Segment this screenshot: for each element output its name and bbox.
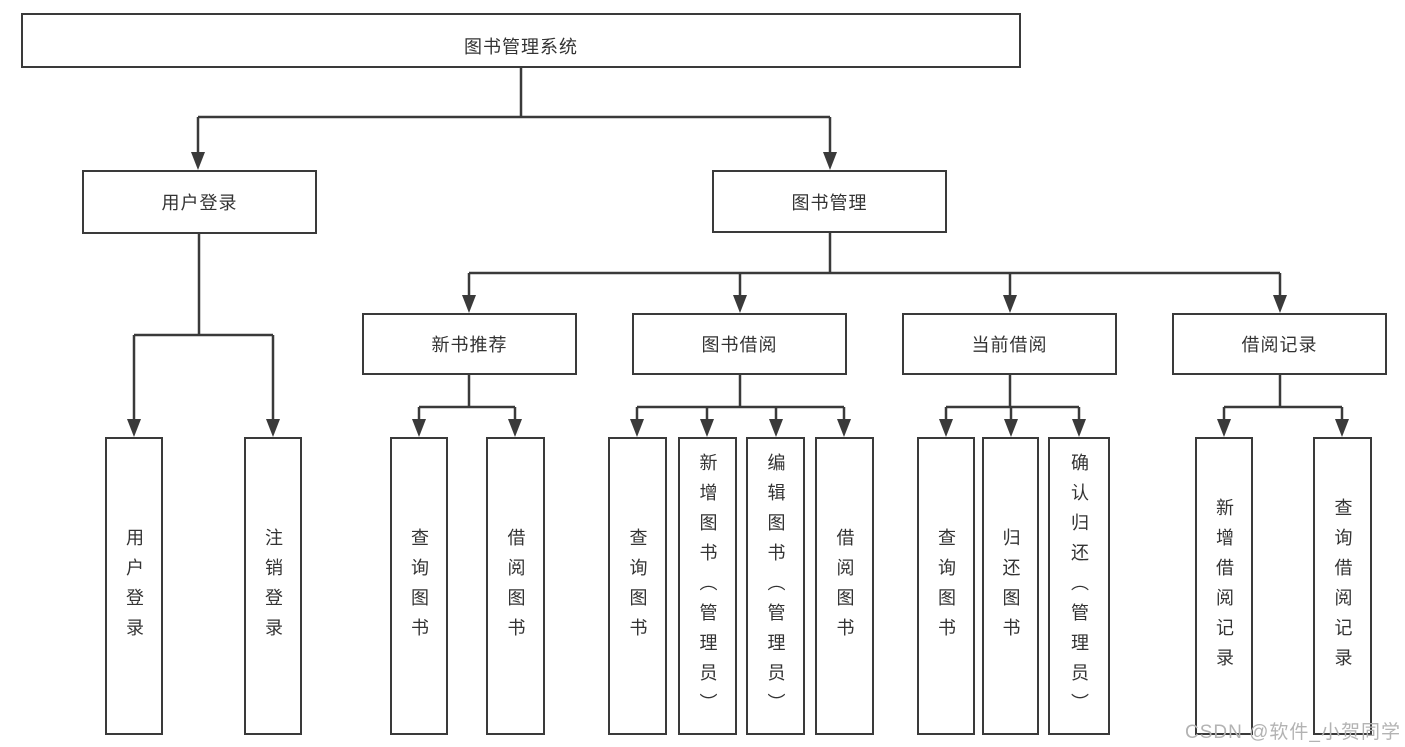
leaf-logout: 注销登录: [244, 437, 302, 735]
leaf-return-books: 归还图书: [982, 437, 1039, 735]
leaf-add-books-admin: 新增图书（管理员）: [678, 437, 737, 735]
leaf-borrow-books: 借阅图书: [815, 437, 874, 735]
leaf-recommend-query-books: 查询图书: [390, 437, 448, 735]
leaf-user-login: 用户登录: [105, 437, 163, 735]
node-borrow-record: 借阅记录: [1172, 313, 1387, 375]
csdn-watermark: CSDN @软件_小贺同学: [1185, 722, 1401, 743]
node-new-book-recommend: 新书推荐: [362, 313, 577, 375]
leaf-edit-books-admin: 编辑图书（管理员）: [746, 437, 805, 735]
node-current-borrow: 当前借阅: [902, 313, 1117, 375]
node-root-system: 图书管理系统: [21, 13, 1021, 68]
node-user-login: 用户登录: [82, 170, 317, 234]
leaf-current-query-books: 查询图书: [917, 437, 975, 735]
leaf-query-borrow-record: 查询借阅记录: [1313, 437, 1372, 735]
node-book-management: 图书管理: [712, 170, 947, 233]
leaf-borrow-query-books: 查询图书: [608, 437, 667, 735]
leaf-add-borrow-record: 新增借阅记录: [1195, 437, 1253, 735]
node-book-borrow: 图书借阅: [632, 313, 847, 375]
leaf-recommend-borrow-books: 借阅图书: [486, 437, 545, 735]
leaf-confirm-return-admin: 确认归还（管理员）: [1048, 437, 1110, 735]
